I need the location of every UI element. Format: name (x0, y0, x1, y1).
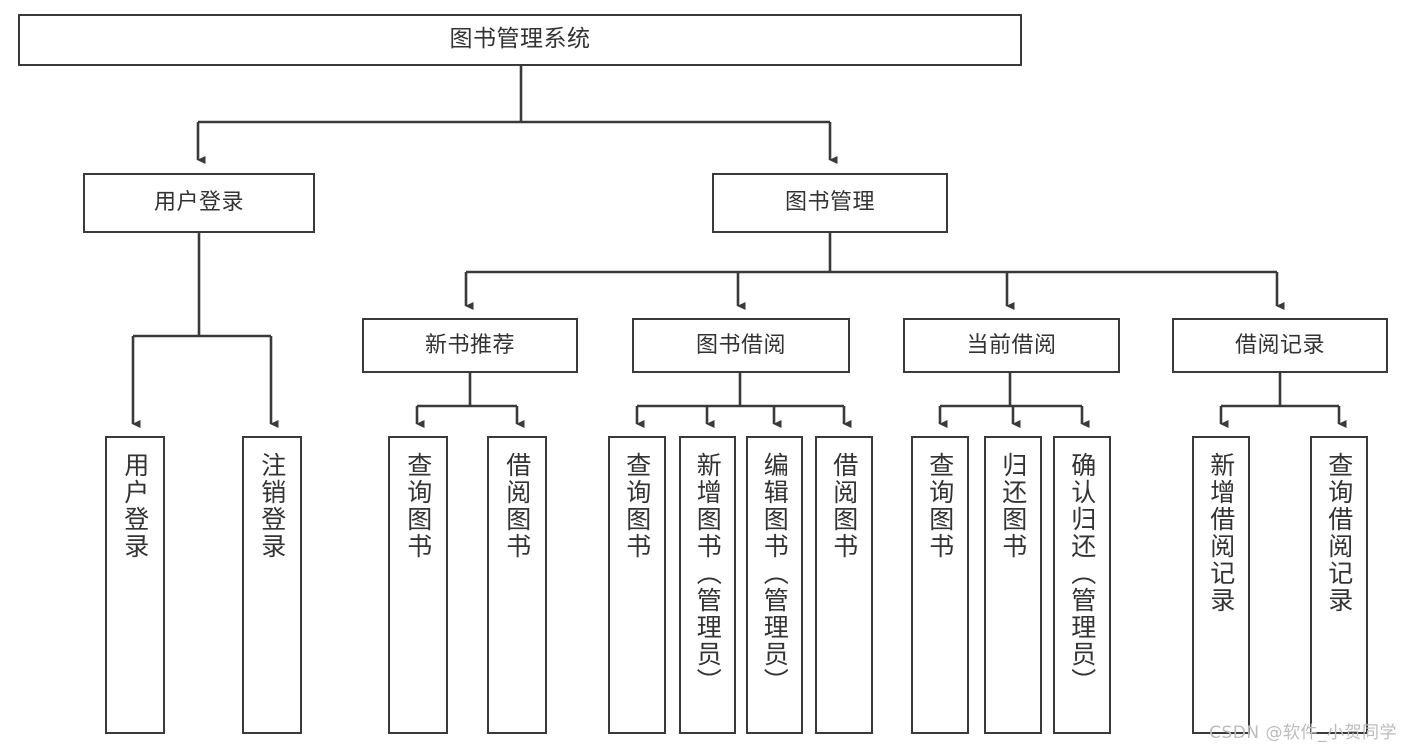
node-leaf-user-login[interactable]: 用户登录 (105, 436, 165, 734)
node-leaf-confirm-return-admin-label: 确认归还（管理员） (1067, 452, 1097, 695)
node-leaf-edit-book-admin-label: 编辑图书（管理员） (760, 452, 790, 695)
node-borrow-record[interactable]: 借阅记录 (1172, 318, 1388, 373)
node-leaf-user-login-label: 用户登录 (120, 452, 150, 560)
node-leaf-return-book[interactable]: 归还图书 (984, 436, 1042, 734)
node-leaf-borrow-book-label: 借阅图书 (829, 452, 859, 560)
node-new-book-recommend-label: 新书推荐 (424, 332, 515, 358)
node-leaf-query-book-current-label: 查询图书 (925, 452, 955, 560)
node-book-borrow-label: 图书借阅 (695, 332, 786, 358)
node-leaf-query-borrow-record-label: 查询借阅记录 (1324, 452, 1354, 614)
node-borrow-record-label: 借阅记录 (1234, 332, 1325, 358)
node-root[interactable]: 图书管理系统 (18, 14, 1022, 66)
node-leaf-query-book-recommend-label: 查询图书 (403, 452, 433, 560)
node-current-borrow-label: 当前借阅 (966, 332, 1057, 358)
node-book-borrow[interactable]: 图书借阅 (632, 318, 850, 373)
node-leaf-borrow-book-recommend[interactable]: 借阅图书 (487, 436, 547, 734)
node-leaf-user-logout[interactable]: 注销登录 (242, 436, 302, 734)
node-leaf-user-logout-label: 注销登录 (257, 452, 287, 560)
node-leaf-return-book-label: 归还图书 (998, 452, 1028, 560)
node-leaf-add-book-admin[interactable]: 新增图书（管理员） (679, 436, 736, 734)
node-book-management-label: 图书管理 (784, 190, 875, 216)
node-leaf-borrow-book[interactable]: 借阅图书 (815, 436, 873, 734)
node-book-management[interactable]: 图书管理 (712, 173, 948, 233)
node-leaf-query-book-recommend[interactable]: 查询图书 (388, 436, 448, 734)
node-leaf-add-borrow-record-label: 新增借阅记录 (1206, 452, 1236, 614)
node-leaf-confirm-return-admin[interactable]: 确认归还（管理员） (1053, 436, 1111, 734)
node-user-login-label: 用户登录 (153, 190, 244, 216)
csdn-watermark: CSDN @软件_小贺同学 (1209, 723, 1397, 743)
node-leaf-edit-book-admin[interactable]: 编辑图书（管理员） (746, 436, 803, 734)
node-root-label: 图书管理系统 (449, 26, 591, 53)
node-leaf-query-borrow-record[interactable]: 查询借阅记录 (1310, 436, 1368, 734)
node-leaf-add-book-admin-label: 新增图书（管理员） (693, 452, 723, 695)
node-leaf-borrow-book-recommend-label: 借阅图书 (502, 452, 532, 560)
node-current-borrow[interactable]: 当前借阅 (903, 318, 1120, 373)
node-leaf-add-borrow-record[interactable]: 新增借阅记录 (1192, 436, 1250, 734)
node-new-book-recommend[interactable]: 新书推荐 (362, 318, 578, 373)
node-leaf-query-book-borrow[interactable]: 查询图书 (608, 436, 666, 734)
node-user-login[interactable]: 用户登录 (83, 173, 315, 233)
node-leaf-query-book-borrow-label: 查询图书 (622, 452, 652, 560)
node-leaf-query-book-current[interactable]: 查询图书 (911, 436, 969, 734)
